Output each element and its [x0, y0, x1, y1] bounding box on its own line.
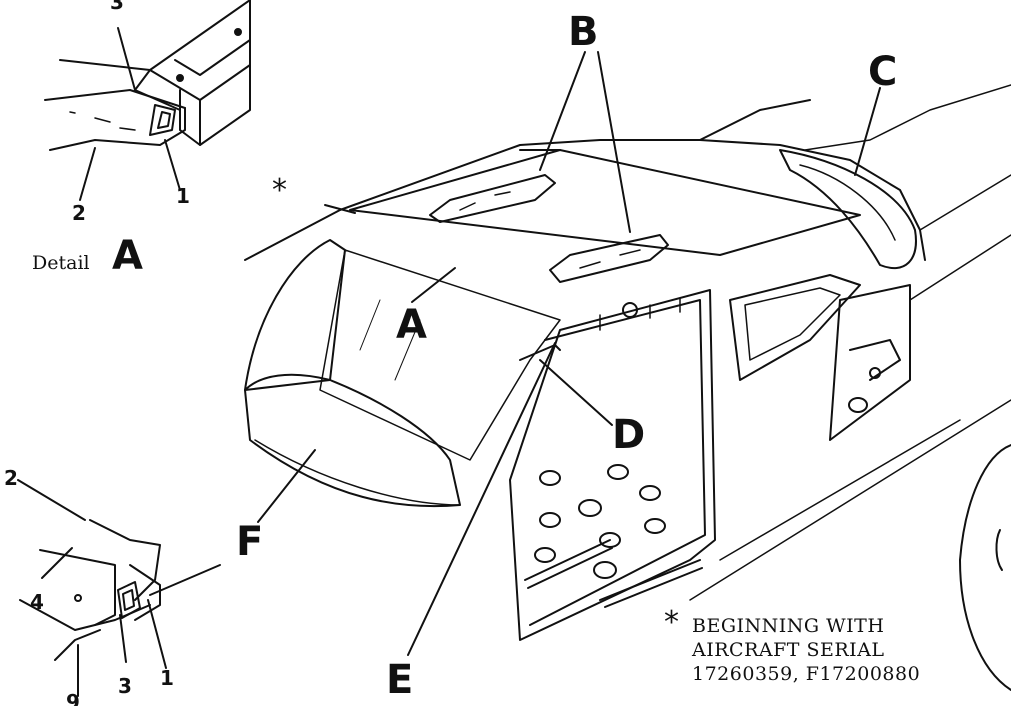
detail-letter: A	[112, 233, 143, 279]
detail-label: Detail	[32, 252, 90, 274]
upper-detail-drawing	[44, 0, 251, 151]
callout-d: D	[612, 412, 646, 458]
fuselage-outline	[244, 84, 1011, 601]
callout-c: C	[868, 49, 898, 95]
upper-detail-leaders	[79, 27, 181, 201]
callout-leaders	[257, 51, 881, 656]
upper-detail-number-2: 2	[72, 201, 86, 225]
asterisk-marker: *	[272, 173, 287, 208]
upper-detail-number-3: 3	[110, 0, 124, 14]
callout-f: F	[236, 519, 264, 565]
windshield	[244, 239, 561, 461]
glare-shield	[244, 373, 461, 508]
serial-note-line-2: AIRCRAFT SERIAL	[692, 639, 885, 661]
lower-detail-drawing	[19, 519, 221, 661]
lower-detail-number-2: 2	[4, 466, 18, 490]
lower-detail-number-9: 9	[66, 690, 80, 706]
serial-note-line-1: BEGINNING WITH	[692, 615, 885, 637]
cabin-floor	[524, 464, 703, 608]
tail-cone-fragment	[959, 444, 1011, 691]
side-window	[729, 274, 861, 381]
callout-b: B	[568, 9, 599, 55]
lower-detail-number-4: 4	[30, 590, 44, 614]
callout-a: A	[396, 302, 427, 348]
serial-note: BEGINNING WITH AIRCRAFT SERIAL 17260359,…	[692, 614, 920, 686]
lower-detail-leaders	[17, 479, 167, 697]
note-asterisk: *	[664, 605, 679, 640]
roof-panel	[349, 149, 861, 283]
rear-window	[779, 149, 917, 270]
aft-door-opening	[829, 284, 911, 441]
callout-e: E	[386, 657, 414, 703]
door-frame	[509, 289, 716, 641]
serial-note-line-3: 17260359, F17200880	[692, 663, 921, 685]
upper-detail-number-1: 1	[176, 184, 190, 208]
lower-detail-number-3: 3	[118, 674, 132, 698]
lower-detail-number-1: 1	[160, 666, 174, 690]
